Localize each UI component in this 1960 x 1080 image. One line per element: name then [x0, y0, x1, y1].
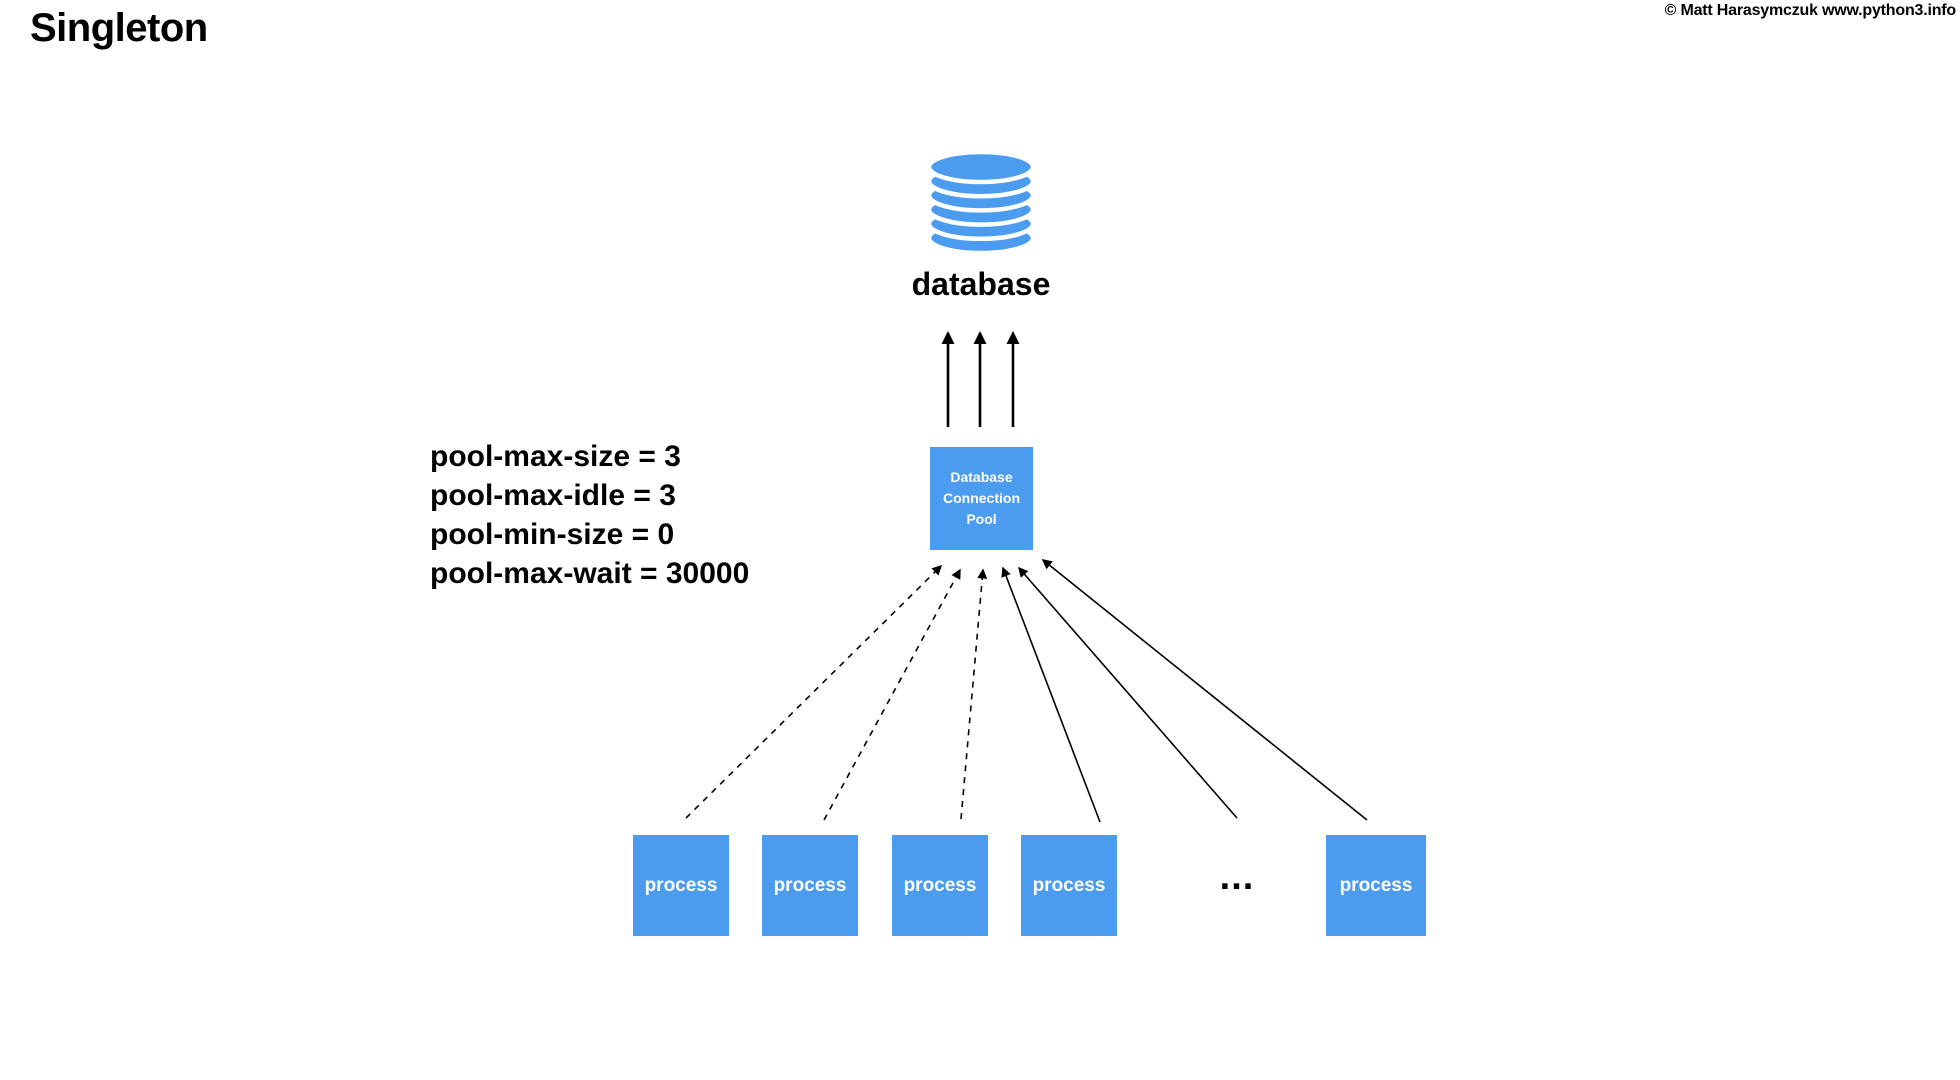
database-label: database — [911, 266, 1051, 302]
process-label: process — [1032, 874, 1106, 896]
process-label: process — [644, 874, 718, 896]
copyright-text: © Matt Harasymczuk www.python3.info — [1664, 2, 1957, 19]
process-to-pool-dashed-arrows — [685, 564, 988, 821]
solid-arrow — [1018, 566, 1238, 819]
process-to-pool-solid-arrows — [1001, 559, 1368, 823]
config-line: pool-min-size = 0 — [430, 518, 675, 551]
database-icon — [926, 149, 1036, 256]
pool-box-label: Database Connection Pool — [943, 469, 1020, 527]
process-box-1: process — [633, 835, 729, 936]
more-processes-ellipsis: ... — [1219, 856, 1255, 898]
process-box-4: process — [1021, 835, 1117, 936]
solid-arrow — [1041, 559, 1368, 821]
process-label: process — [903, 874, 977, 896]
dashed-arrow — [960, 568, 988, 820]
config-line: pool-max-idle = 3 — [430, 479, 676, 512]
pool-config-block: pool-max-size = 3 pool-max-idle = 3 pool… — [430, 437, 749, 593]
pool-to-database-arrows — [941, 331, 1020, 427]
dashed-arrow — [685, 564, 943, 819]
dashed-arrow — [823, 568, 961, 821]
process-box-5: process — [1326, 835, 1426, 936]
config-line: pool-max-wait = 30000 — [430, 557, 750, 590]
process-label: process — [773, 874, 847, 896]
process-label: process — [1339, 874, 1413, 896]
page-title: Singleton — [30, 6, 208, 50]
solid-arrow — [1001, 566, 1101, 823]
process-box-2: process — [762, 835, 858, 936]
database-connection-pool-box: Database Connection Pool — [930, 447, 1033, 550]
process-box-3: process — [892, 835, 988, 936]
config-line: pool-max-size = 3 — [430, 440, 681, 473]
